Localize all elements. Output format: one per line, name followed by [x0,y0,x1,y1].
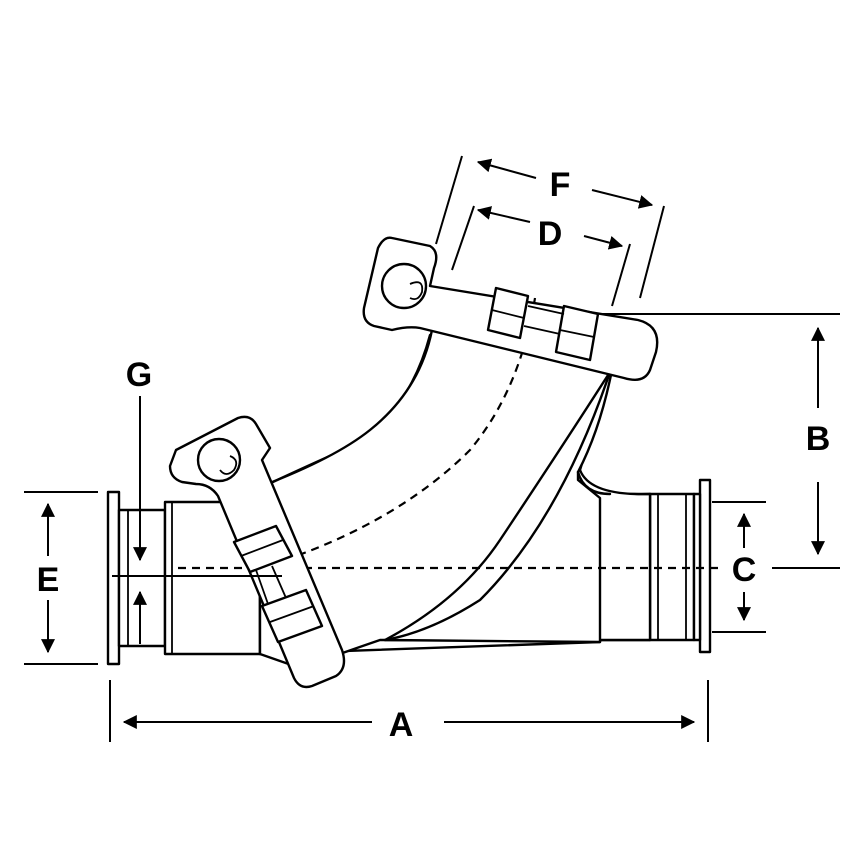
label-c: C [732,551,757,589]
label-g: G [126,356,152,394]
lower-clamp [168,415,346,689]
dimension-g [112,396,282,644]
right-ferrule-flange [698,478,712,654]
label-b: B [806,420,831,458]
dimension-e [24,491,98,665]
left-ferrule-flange [106,490,121,666]
dimension-a [109,680,709,742]
branch-elbow [258,328,652,670]
label-d: D [538,215,563,253]
dimension-f [435,155,665,299]
dimension-d [451,205,631,307]
label-a: A [389,706,414,744]
upper-clamp [362,236,659,381]
label-e: E [37,561,60,599]
left-ferrule-hub [117,508,167,648]
dimension-c [712,501,766,633]
dimension-b [600,313,840,569]
label-f: F [550,166,571,204]
